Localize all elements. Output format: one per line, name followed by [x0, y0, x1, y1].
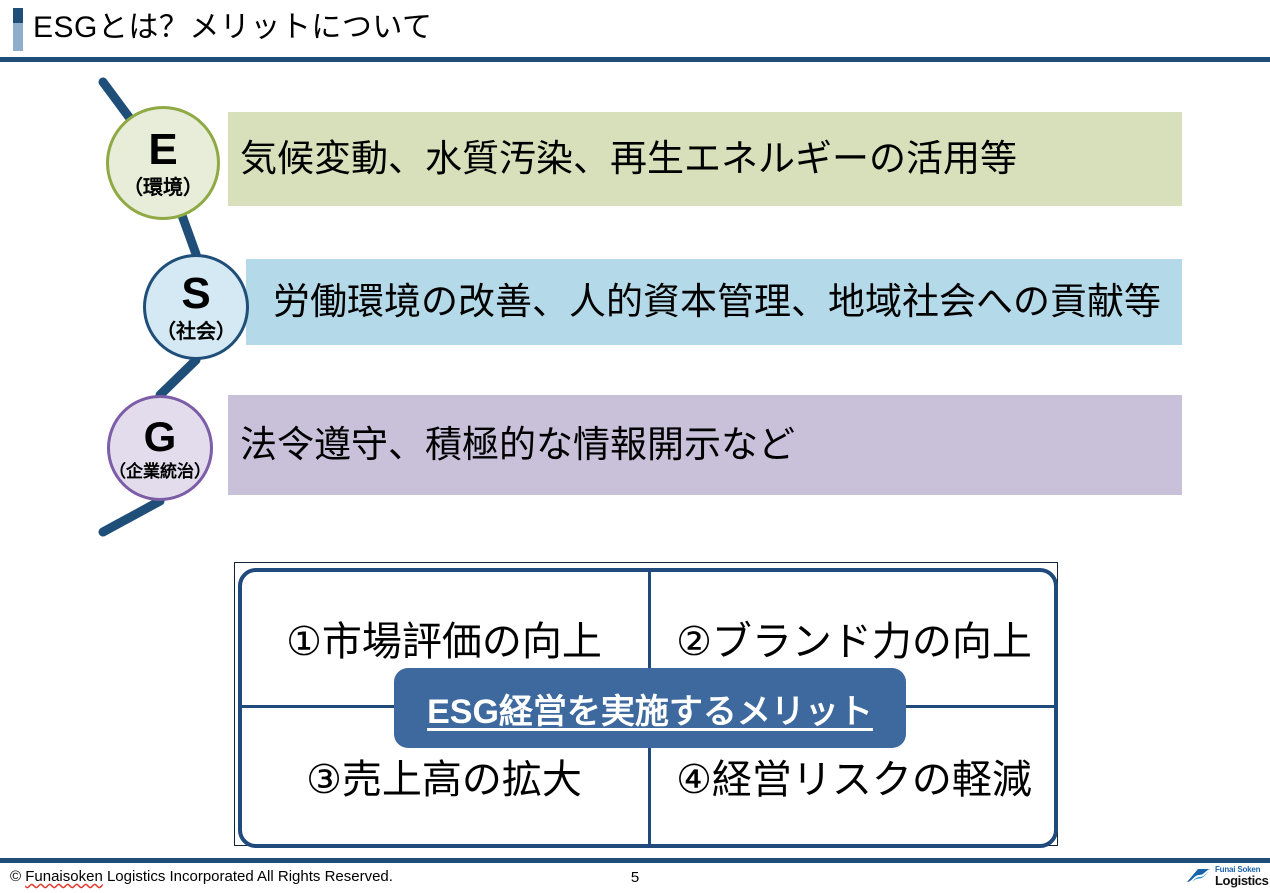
esg-sublabel-social: （社会） — [156, 321, 236, 343]
esg-description-social: 労働環境の改善、人的資本管理、地域社会への貢献等 — [273, 280, 1161, 322]
wave-logo-icon — [1187, 869, 1211, 884]
esg-letter-governance: G — [143, 413, 177, 460]
benefits-center-badge: ESG経営を実施するメリット — [394, 668, 906, 748]
esg-description-environment: 気候変動、水質汚染、再生エネルギーの活用等 — [240, 137, 1017, 179]
benefit-cell-1: ①市場評価の向上 — [240, 570, 648, 706]
footer-logo: Funai Soken Logistics — [1186, 862, 1269, 890]
footer-logo-text: Funai Soken Logistics — [1215, 864, 1269, 888]
esg-sublabel-governance: （企業統治） — [109, 462, 211, 481]
benefit-label-3: ③売上高の拡大 — [306, 758, 582, 802]
benefit-cell-3: ③売上高の拡大 — [240, 708, 648, 844]
esg-bar-social: 労働環境の改善、人的資本管理、地域社会への貢献等 — [246, 259, 1182, 345]
benefit-cell-4: ④経営リスクの軽減 — [651, 708, 1057, 844]
title-accent-bottom — [13, 23, 23, 51]
esg-diagram: 気候変動、水質汚染、再生エネルギーの活用等 E （環境） 労働環境の改善、人的資… — [0, 62, 1270, 552]
footer-copyright-prefix: © — [10, 868, 26, 885]
esg-letter-environment: E — [148, 125, 178, 174]
benefits-quadrant-block: ①市場評価の向上 ②ブランド力の向上 ③売上高の拡大 ④経営リスクの軽減 ESG… — [234, 562, 1058, 848]
benefit-cell-2: ②ブランド力の向上 — [651, 570, 1057, 706]
footer-page-number: 5 — [630, 869, 640, 886]
esg-letter-social: S — [181, 269, 211, 318]
title-accent-bar — [13, 8, 23, 51]
footer-logo-division: Logistics — [1215, 872, 1269, 888]
benefit-label-4: ④経営リスクの軽減 — [676, 758, 1032, 802]
esg-circle-social: S （社会） — [143, 254, 249, 360]
esg-sublabel-environment: （環境） — [123, 177, 203, 199]
footer-copyright-suffix: Logistics Incorporated All Rights Reserv… — [102, 868, 393, 885]
benefits-center-badge-label: ESG経営を実施するメリット — [427, 692, 873, 731]
esg-circle-environment: E （環境） — [106, 106, 220, 220]
footer-copyright: © Funaisoken Logistics Incorporated All … — [10, 868, 393, 885]
title-divider-rule — [0, 57, 1270, 62]
benefit-label-2: ②ブランド力の向上 — [676, 620, 1032, 664]
page-title: ESGとは？メリットについて — [33, 11, 433, 44]
esg-circle-governance: G （企業統治） — [107, 395, 213, 501]
slide-title-bar: ESGとは？メリットについて — [0, 0, 1270, 60]
footer-logo-brand: Funai Soken — [1215, 864, 1261, 874]
title-accent-top — [13, 8, 23, 23]
esg-bar-environment: 気候変動、水質汚染、再生エネルギーの活用等 — [228, 112, 1182, 206]
benefit-label-1: ①市場評価の向上 — [286, 620, 602, 664]
footer-copyright-company: Funaisoken — [25, 868, 103, 885]
esg-description-governance: 法令遵守、積極的な情報開示など — [240, 423, 795, 465]
footer-divider-rule — [0, 858, 1270, 863]
esg-bar-governance: 法令遵守、積極的な情報開示など — [228, 395, 1182, 495]
